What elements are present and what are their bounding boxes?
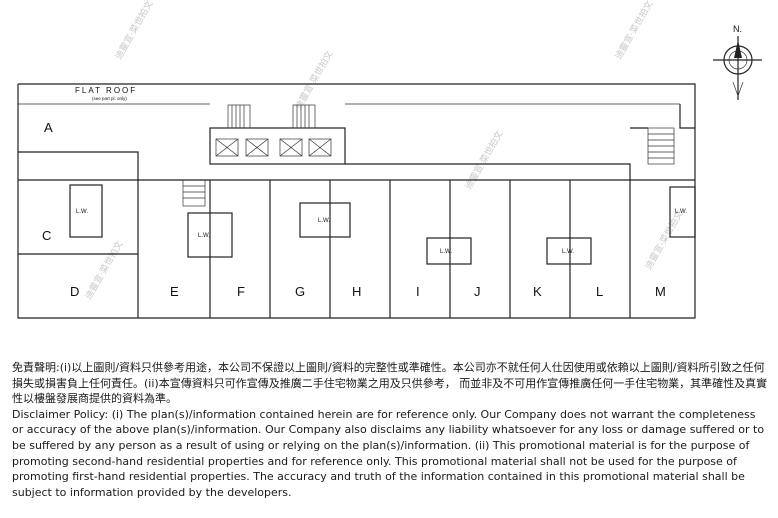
unit-label-g: G (295, 284, 305, 299)
flat-roof-sublabel: (see part pl. only) (92, 96, 127, 101)
floor-plan-drawing: 迪靈宣·菜世拍文 迪靈宣·菜世拍文 迪靈宣·菜世拍文 迪靈宣·菜世拍文 迪靈宣·… (17, 0, 762, 319)
unit-label-h: H (352, 284, 361, 299)
watermark: 迪靈宣·菜世拍文 (112, 0, 155, 61)
building-outline (17, 84, 696, 319)
disclaimer-chinese: 免責聲明:(i)以上圖則/資料只供參考用途，本公司不保證以上圖則/資料的完整性或… (12, 361, 768, 406)
unit-labels: A C D E F G H I J K L M (42, 120, 666, 299)
lift-shaft (245, 138, 269, 157)
watermark: 迪靈宣·菜世拍文 (612, 0, 655, 61)
staircase (182, 104, 675, 207)
unit-label-a: A (44, 120, 53, 135)
lw-label: L.W. (198, 233, 210, 239)
unit-label-m: M (655, 284, 666, 299)
light-well (546, 237, 592, 265)
light-well (187, 212, 233, 258)
lw-label: L.W. (675, 209, 687, 215)
lift-shaft (215, 138, 239, 157)
watermark: 迪靈宣·菜世拍文 (292, 48, 335, 111)
unit-label-c: C (42, 228, 51, 243)
light-wells: L.W. L.W. L.W. L.W. L.W. L.W. (69, 184, 696, 265)
north-arrow-icon: N. (713, 24, 762, 100)
north-label: N. (733, 24, 742, 34)
disclaimer-english: Disclaimer Policy: (i) The plan(s)/infor… (12, 407, 765, 499)
unit-label-i: I (416, 284, 420, 299)
unit-label-f: F (237, 284, 245, 299)
unit-label-k: K (533, 284, 542, 299)
light-well (69, 184, 103, 238)
watermark: 迪靈宣·菜世拍文 (642, 208, 685, 271)
unit-label-l: L (596, 284, 603, 299)
flat-roof-label: FLAT ROOF (75, 86, 137, 95)
lw-label: L.W. (76, 209, 88, 215)
lift-shaft (279, 138, 303, 157)
unit-label-e: E (170, 284, 179, 299)
lw-label: L.W. (318, 218, 330, 224)
watermark: 迪靈宣·菜世拍文 (462, 128, 505, 191)
unit-label-d: D (70, 284, 79, 299)
unit-label-j: J (474, 284, 481, 299)
light-well (299, 202, 351, 238)
lift-shafts (215, 138, 332, 157)
core-block (209, 127, 346, 165)
disclaimer: 免責聲明:(i)以上圖則/資料只供參考用途，本公司不保證以上圖則/資料的完整性或… (12, 360, 768, 500)
floor-plan: 迪靈宣·菜世拍文 迪靈宣·菜世拍文 迪靈宣·菜世拍文 迪靈宣·菜世拍文 迪靈宣·… (17, 0, 762, 319)
light-well (669, 186, 696, 238)
lw-label: L.W. (562, 249, 574, 255)
light-well (426, 237, 472, 265)
watermark-group: 迪靈宣·菜世拍文 迪靈宣·菜世拍文 迪靈宣·菜世拍文 迪靈宣·菜世拍文 迪靈宣·… (82, 0, 685, 302)
roof-edge (18, 83, 696, 128)
lift-shaft (308, 138, 332, 157)
flat-partitions (18, 127, 695, 318)
watermark: 迪靈宣·菜世拍文 (82, 238, 125, 301)
lw-label: L.W. (440, 249, 452, 255)
